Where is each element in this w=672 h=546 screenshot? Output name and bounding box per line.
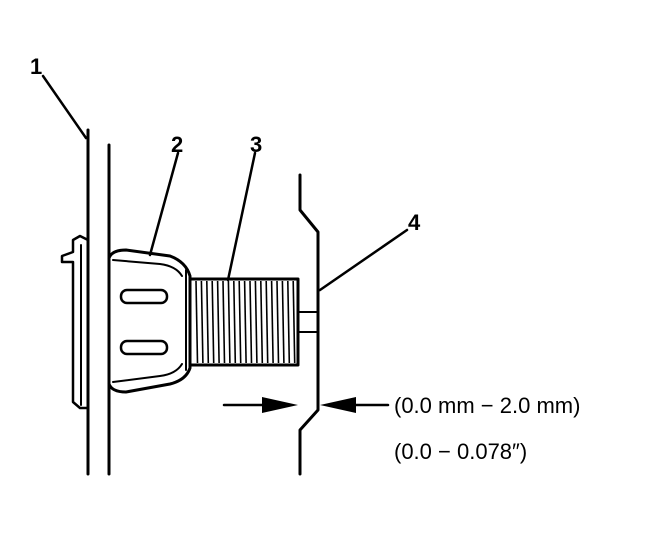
thread-ridge xyxy=(222,280,226,364)
thread-ridge xyxy=(195,280,199,364)
callout-2: 2 xyxy=(171,132,183,157)
thread-ridge xyxy=(211,280,215,364)
thread-ridge xyxy=(238,280,242,364)
left-arrow-icon xyxy=(262,397,298,413)
mating-part xyxy=(297,173,320,476)
thread-ridge xyxy=(270,280,274,364)
thread-ridge xyxy=(281,280,285,364)
fastener-body-part-2 xyxy=(107,248,192,394)
thread-ridge xyxy=(243,280,247,364)
leader-lines xyxy=(41,74,409,292)
panel-part-1 xyxy=(86,128,111,476)
callout-4: 4 xyxy=(408,210,421,235)
fastener-head-flange xyxy=(60,234,90,410)
thread-ridge xyxy=(216,280,220,364)
thread-ridge xyxy=(206,280,210,364)
thread-ridge xyxy=(227,280,231,364)
thread-ridge xyxy=(287,280,291,364)
right-arrow-icon xyxy=(320,397,356,413)
thread-ridges xyxy=(195,280,296,364)
thread-ridge xyxy=(276,280,280,364)
callout-1: 1 xyxy=(30,54,42,79)
thread-ridge xyxy=(292,280,296,364)
gap-spec-metric: (0.0 mm − 2.0 mm) xyxy=(394,393,580,418)
thread-ridge xyxy=(265,280,269,364)
gap-spec-imperial: (0.0 − 0.078″) xyxy=(394,439,527,464)
thread-ridge xyxy=(233,280,237,364)
thread-ridge xyxy=(249,280,253,364)
callout-3: 3 xyxy=(250,132,262,157)
threaded-shank-part-3 xyxy=(188,277,300,367)
thread-ridge xyxy=(200,280,204,364)
thread-ridge xyxy=(260,280,264,364)
gap-dimension xyxy=(222,397,390,413)
thread-ridge xyxy=(254,280,258,364)
